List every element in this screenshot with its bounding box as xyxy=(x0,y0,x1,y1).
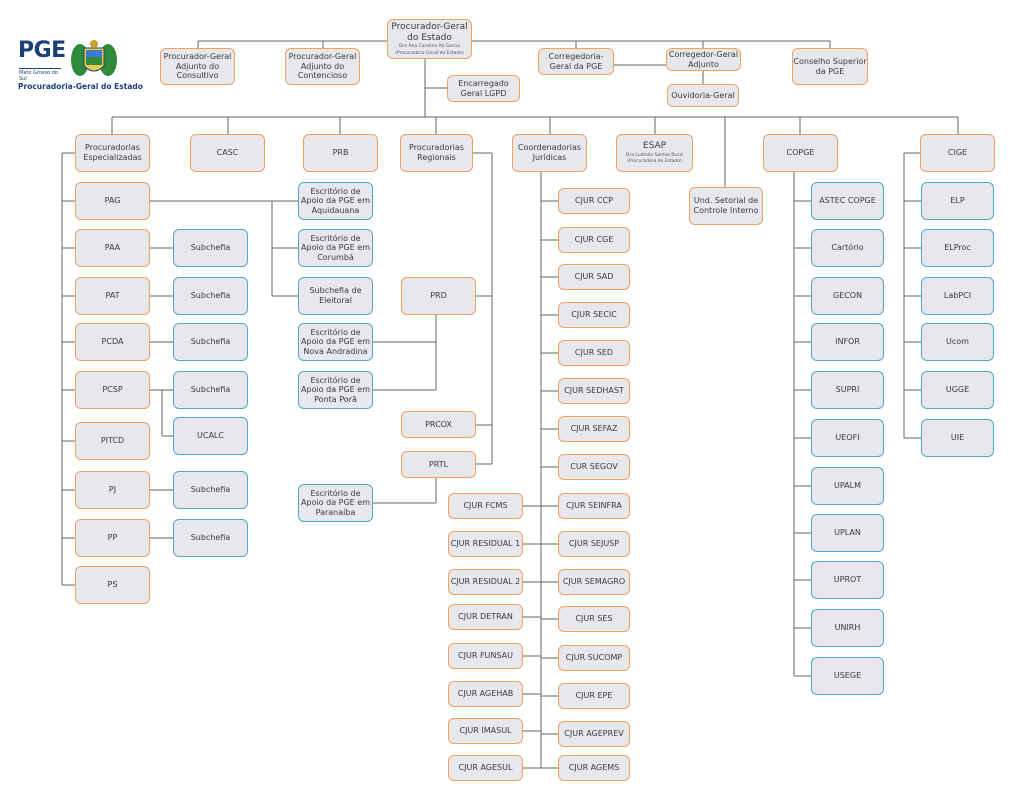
adjunto-contencioso-box[interactable]: Procurador-Geral Adjunto do Contencioso xyxy=(285,48,360,85)
coordenadorias-box[interactable]: Coordenadorias Jurídicas xyxy=(512,134,587,172)
paa-box[interactable]: PAA xyxy=(75,229,150,267)
und-setorial-box[interactable]: Und. Setorial de Controle Interno xyxy=(689,187,763,225)
pcsp-box[interactable]: PCSP xyxy=(75,371,150,409)
cjur-item[interactable]: CJUR CCP xyxy=(558,188,630,214)
cjur-item[interactable]: CJUR CGE xyxy=(558,227,630,253)
logo-brand: PGE xyxy=(18,38,66,63)
cjur-item[interactable]: CJUR SUCOMP xyxy=(558,645,630,671)
cjur-item[interactable]: CJUR AGESUL xyxy=(448,755,523,781)
cjur-item[interactable]: CJUR SEDHAST xyxy=(558,378,630,404)
cjur-item[interactable]: CJUR SECIC xyxy=(558,302,630,328)
cjur-item[interactable]: CJUR FCMS xyxy=(448,493,523,519)
cjur-item[interactable]: CJUR FUNSAU xyxy=(448,643,523,669)
pag-box[interactable]: PAG xyxy=(75,182,150,220)
procurador-geral-name: Dra Ana Carolina Ali Garcia xyxy=(398,44,461,50)
cjur-item[interactable]: CJUR SEINFRA xyxy=(558,493,630,519)
pcda-subchefia-box[interactable]: Subchefia xyxy=(173,323,248,361)
cige-item[interactable]: UIE xyxy=(921,419,994,457)
pj-box[interactable]: PJ xyxy=(75,471,150,509)
esap-title: ESAP xyxy=(642,141,667,152)
copge-item[interactable]: USEGE xyxy=(811,657,884,695)
escritorio-corumba-box[interactable]: Escritório de Apoio da PGE em Corumbá xyxy=(298,229,373,267)
copge-item[interactable]: GECON xyxy=(811,277,884,315)
cjur-item[interactable]: CJUR RESIDUAL 1 xyxy=(448,531,523,557)
pp-subchefia-box[interactable]: Subchefia xyxy=(173,519,248,557)
cige-item[interactable]: LabPCI xyxy=(921,277,994,315)
cjur-item[interactable]: CUR SEGOV xyxy=(558,454,630,480)
adjunto-consultivo-box[interactable]: Procurador-Geral Adjunto do Consultivo xyxy=(160,48,235,85)
copge-item[interactable]: Cartório xyxy=(811,229,884,267)
pp-box[interactable]: PP xyxy=(75,519,150,557)
cjur-item[interactable]: CJUR AGEHAB xyxy=(448,681,523,707)
prtl-box[interactable]: PRTL xyxy=(401,451,476,478)
procurador-geral-title: Procurador-Geral do Estado xyxy=(391,21,468,43)
pj-subchefia-box[interactable]: Subchefia xyxy=(173,471,248,509)
escritorio-nova-andradina-box[interactable]: Escritório de Apoio da PGE em Nova Andra… xyxy=(298,323,373,361)
cjur-item[interactable]: CJUR AGEPREV xyxy=(558,721,630,747)
copge-item[interactable]: UPALM xyxy=(811,467,884,505)
copge-item[interactable]: UNIRH xyxy=(811,609,884,647)
cige-box[interactable]: CIGE xyxy=(920,134,995,172)
conselho-superior-box[interactable]: Conselho Superior da PGE xyxy=(792,48,868,85)
pcsp-subchefia-box[interactable]: Subchefia xyxy=(173,371,248,409)
esap-name: Dra Ludmila Santos Russi xyxy=(625,153,684,158)
ucalc-box[interactable]: UCALC xyxy=(173,417,248,455)
cjur-item[interactable]: CJUR SED xyxy=(558,340,630,366)
copge-item[interactable]: UEOFI xyxy=(811,419,884,457)
subchefia-eleitoral-box[interactable]: Subchefia de Eleitoral xyxy=(298,277,373,315)
cjur-item[interactable]: CJUR SES xyxy=(558,606,630,632)
cjur-item[interactable]: CJUR EPE xyxy=(558,683,630,709)
ps-box[interactable]: PS xyxy=(75,566,150,604)
pat-subchefia-box[interactable]: Subchefia xyxy=(173,277,248,315)
cjur-item[interactable]: CJUR RESIDUAL 2 xyxy=(448,569,523,595)
cjur-item[interactable]: CJUR SEJUSP xyxy=(558,531,630,557)
casc-box[interactable]: CASC xyxy=(190,134,265,172)
cige-item[interactable]: ELP xyxy=(921,182,994,220)
ouvidoria-box[interactable]: Ouvidoria-Geral xyxy=(667,84,739,107)
prb-box[interactable]: PRB xyxy=(303,134,378,172)
cjur-item[interactable]: CJUR SAD xyxy=(558,264,630,290)
cige-item[interactable]: UGGE xyxy=(921,371,994,409)
cjur-item[interactable]: CJUR IMASUL xyxy=(448,718,523,744)
prd-box[interactable]: PRD xyxy=(401,277,476,315)
escritorio-aquidauana-box[interactable]: Escritório de Apoio da PGE em Aquidauana xyxy=(298,182,373,220)
cjur-item[interactable]: CJUR DETRAN xyxy=(448,604,523,630)
copge-item[interactable]: SUPRI xyxy=(811,371,884,409)
logo-state: Mato Grosso do Sul xyxy=(19,68,61,82)
copge-item[interactable]: ASTEC COPGE xyxy=(811,182,884,220)
regionais-box[interactable]: Procuradorias Regionais xyxy=(400,134,473,172)
procurador-geral-box[interactable]: Procurador-Geral do Estado Dra Ana Carol… xyxy=(387,19,472,59)
pat-box[interactable]: PAT xyxy=(75,277,150,315)
copge-box[interactable]: COPGE xyxy=(763,134,838,172)
cjur-item[interactable]: CJUR SEMAGRO xyxy=(558,569,630,595)
procurador-geral-role: (Procuradora-Geral do Estado) xyxy=(395,50,464,56)
cige-item[interactable]: Ucom xyxy=(921,323,994,361)
corregedor-adjunto-box[interactable]: Corregedor-Geral Adjunto xyxy=(666,48,741,71)
cige-item[interactable]: ELProc xyxy=(921,229,994,267)
lgpd-box[interactable]: Encarregado Geral LGPD xyxy=(447,75,520,102)
cjur-item[interactable]: CJUR AGEMS xyxy=(558,755,630,781)
escritorio-paranaiba-box[interactable]: Escritório de Apoio da PGE em Paranaíba xyxy=(298,484,373,522)
pitcd-box[interactable]: PITCD xyxy=(75,422,150,460)
especializadas-box[interactable]: Procuradorias Especializadas xyxy=(75,134,150,172)
copge-item[interactable]: UPROT xyxy=(811,561,884,599)
corregedoria-box[interactable]: Corregedoria-Geral da PGE xyxy=(538,48,614,75)
cjur-item[interactable]: CJUR SEFAZ xyxy=(558,416,630,442)
logo-name: Procuradoria-Geral do Estado xyxy=(18,82,143,91)
copge-item[interactable]: UPLAN xyxy=(811,514,884,552)
prcox-box[interactable]: PRCOX xyxy=(401,411,476,438)
esap-box[interactable]: ESAP Dra Ludmila Santos Russi (Procurado… xyxy=(616,134,693,172)
copge-item[interactable]: INFOR xyxy=(811,323,884,361)
esap-role: (Procuradora do Estado) xyxy=(627,159,682,165)
paa-subchefia-box[interactable]: Subchefia xyxy=(173,229,248,267)
pge-logo: PGE Mato Grosso do Sul Procuradoria-Gera… xyxy=(18,38,148,98)
pcda-box[interactable]: PCDA xyxy=(75,323,150,361)
state-coat-of-arms-icon xyxy=(71,40,117,76)
escritorio-ponta-pora-box[interactable]: Escritório de Apoio da PGE em Ponta Porã xyxy=(298,371,373,409)
